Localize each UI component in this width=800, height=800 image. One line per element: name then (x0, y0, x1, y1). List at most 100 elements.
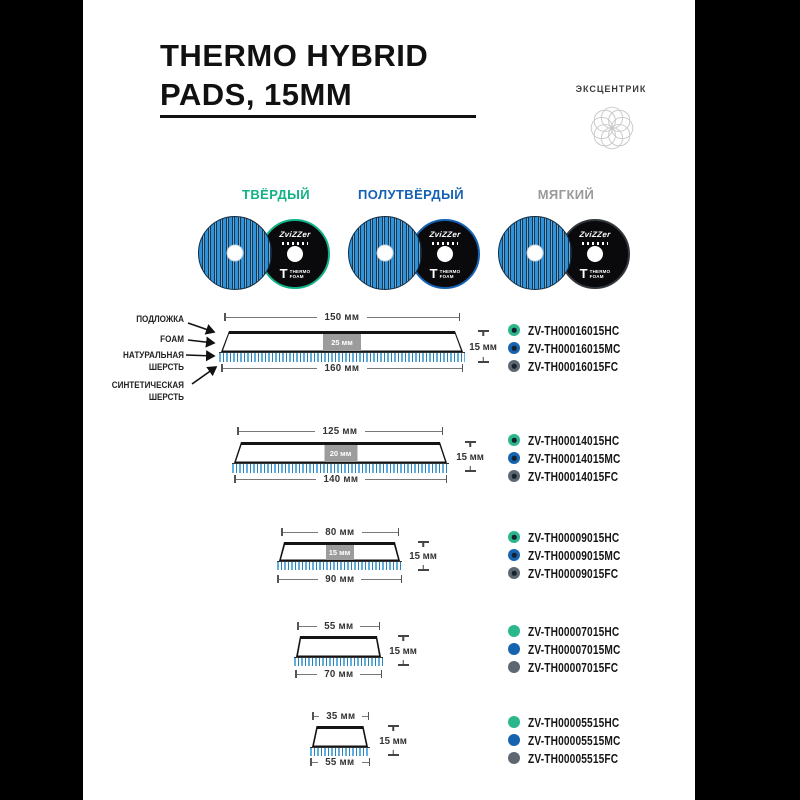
wool-fringe (277, 561, 402, 570)
code-row: ZV-TH00005515FC (508, 749, 647, 767)
thermo-foam-t-mark: T (279, 266, 288, 281)
dim-bottom-140: 140 мм (234, 473, 447, 485)
dim-top-150: 150 мм (224, 311, 460, 323)
code-row: ZV-TH00014015MC (508, 449, 647, 467)
layer-label-foam: FOAM (160, 334, 184, 344)
column-semihard-label: ПОЛУТВЁРДЫЙ (358, 187, 464, 202)
center-hole-dim: 15 мм (326, 545, 354, 560)
wool-fringe (310, 747, 370, 756)
product-code: ZV-TH00016015HC (528, 322, 620, 338)
arrow-natural-wool (185, 350, 216, 362)
page-title: THERMO HYBRID PADS, 15MM (160, 36, 428, 114)
layer-arrows (185, 322, 218, 385)
dim-height-15: 15 мм (386, 635, 420, 666)
variant-dot-semihard (508, 342, 520, 354)
dim-bottom-90: 90 мм (277, 573, 403, 585)
product-code: ZV-TH00007015HC (528, 623, 620, 639)
thermo-foam-text: THERMO FOAM (289, 269, 311, 279)
wool-fringe (232, 463, 449, 473)
dim-top-35: 35 мм (312, 710, 370, 722)
wool-fringe (219, 352, 465, 362)
code-row: ZV-TH00009015FC (508, 564, 647, 582)
dim-top-125: 125 мм (237, 425, 443, 437)
thermo-foam-text: THERMO FOAM (589, 269, 611, 279)
wool-fringe (294, 657, 383, 666)
pad-brand-logo: ZviZZer (429, 230, 461, 239)
thermo-foam-logo: T THERMO FOAM (412, 267, 478, 280)
code-group-140: ZV-TH00014015HC ZV-TH00014015MC ZV-TH000… (508, 431, 647, 485)
layer-label-natural-wool: НАТУРАЛЬНАЯ ШЕРСТЬ (123, 350, 184, 372)
code-group-55: ZV-TH00005515HC ZV-TH00005515MC ZV-TH000… (508, 713, 647, 767)
right-black-bar (695, 0, 800, 800)
column-hard-label: ТВЁРДЫЙ (241, 187, 310, 202)
variant-dot-hard (508, 625, 520, 637)
pad-center-hole (437, 246, 453, 262)
pad-care-marks (582, 242, 608, 245)
variant-dot-soft (508, 752, 520, 764)
pad-center-hole (287, 246, 303, 262)
product-code: ZV-TH00009015FC (528, 565, 619, 581)
product-code: ZV-TH00005515FC (528, 750, 619, 766)
layer-label-synthetic-wool: СИНТЕТИЧЕСКАЯ ШЕРСТЬ (111, 380, 184, 402)
pad-hard-front-face (198, 216, 272, 290)
code-group-90: ZV-TH00009015HC ZV-TH00009015MC ZV-TH000… (508, 528, 647, 582)
pad-brand-logo: ZviZZer (279, 230, 311, 239)
dim-bottom-70: 70 мм (295, 668, 383, 680)
pad-care-marks (432, 242, 458, 245)
variant-dot-hard (508, 716, 520, 728)
page-title-line1: THERMO HYBRID (160, 38, 429, 73)
product-code: ZV-TH00007015FC (528, 659, 619, 675)
thermo-foam-logo: T THERMO FOAM (262, 266, 328, 281)
thermo-foam-text: THERMO FOAM (439, 269, 461, 279)
code-group-70: ZV-TH00007015HC ZV-TH00007015MC ZV-TH000… (508, 622, 647, 676)
flower-logo-icon (590, 106, 634, 150)
pad-brand-logo: ZviZZer (579, 230, 611, 239)
code-row: ZV-TH00009015MC (508, 546, 647, 564)
variant-dot-hard (508, 324, 520, 336)
code-row: ZV-TH00016015MC (508, 339, 647, 357)
variant-dot-semihard (508, 452, 520, 464)
product-code: ZV-TH00005515MC (528, 732, 621, 748)
arrow-backing (187, 322, 216, 335)
code-row: ZV-TH00007015MC (508, 640, 647, 658)
dim-top-80: 80 мм (281, 526, 400, 538)
product-code: ZV-TH00014015FC (528, 468, 619, 484)
dim-bottom-55: 55 мм (310, 756, 371, 768)
dim-height-15: 15 мм (466, 330, 500, 363)
dim-height-15: 15 мм (376, 725, 410, 756)
code-group-160: ZV-TH00016015HC ZV-TH00016015MC ZV-TH000… (508, 321, 647, 375)
layer-label-backing: ПОДЛОЖКА (136, 314, 184, 324)
pad-cross-section: 20 мм (234, 442, 447, 463)
product-code: ZV-TH00016015FC (528, 358, 619, 374)
pad-cross-section (296, 636, 381, 657)
arrow-synthetic-wool (191, 366, 218, 385)
product-code: ZV-TH00007015MC (528, 641, 621, 657)
center-hole-dim: 20 мм (324, 445, 357, 462)
code-row: ZV-TH00014015HC (508, 431, 647, 449)
dim-bottom-160: 160 мм (221, 362, 463, 374)
center-hole-dim: 25 мм (323, 334, 361, 351)
pad-center-hole (587, 246, 603, 262)
pad-cross-section (312, 726, 368, 747)
pad-center-hole (527, 245, 543, 261)
column-soft-label: МЯГКИЙ (537, 187, 595, 202)
code-row: ZV-TH00005515HC (508, 713, 647, 731)
product-code: ZV-TH00014015HC (528, 432, 620, 448)
pad-semihard-back-face: ZviZZer T THERMO FOAM (410, 219, 480, 289)
code-row: ZV-TH00009015HC (508, 528, 647, 546)
variant-dot-soft (508, 661, 520, 673)
product-code: ZV-TH00009015MC (528, 547, 621, 563)
code-row: ZV-TH00007015HC (508, 622, 647, 640)
arrow-foam (187, 336, 216, 348)
variant-dot-soft (508, 470, 520, 482)
pad-care-marks (282, 242, 308, 245)
brand-name: ЭКСЦЕНТРИК (575, 84, 647, 94)
title-underline (160, 115, 476, 118)
pad-semihard-front-face (348, 216, 422, 290)
code-row: ZV-TH00016015FC (508, 357, 647, 375)
code-row: ZV-TH00005515MC (508, 731, 647, 749)
left-black-bar (0, 0, 83, 800)
thermo-foam-t-mark: T (579, 266, 588, 281)
variant-dot-semihard (508, 734, 520, 746)
